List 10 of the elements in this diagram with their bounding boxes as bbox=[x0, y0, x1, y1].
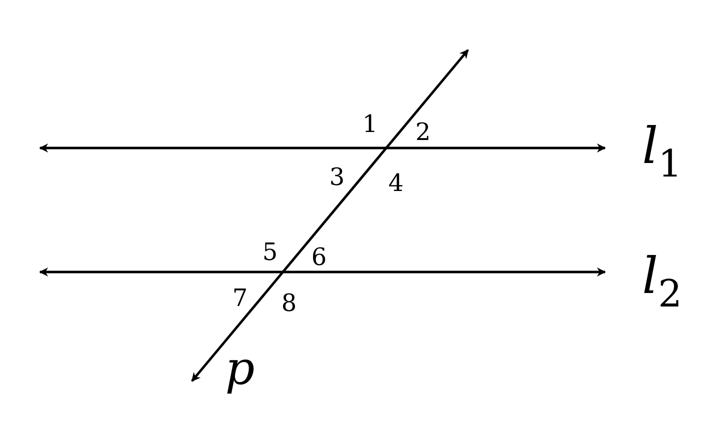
angle-number: 5 bbox=[262, 240, 278, 264]
angle-number: 3 bbox=[329, 165, 345, 189]
line-label: l$_{2}$ bbox=[642, 251, 682, 313]
line-label: l$_{1}$ bbox=[642, 121, 682, 183]
angle-number: 1 bbox=[362, 112, 378, 136]
angle-number: 6 bbox=[311, 245, 327, 269]
angle-number: 4 bbox=[388, 171, 404, 195]
angle-number: 2 bbox=[415, 120, 431, 144]
angle-number: 7 bbox=[232, 286, 248, 310]
angle-number: 8 bbox=[281, 291, 297, 315]
